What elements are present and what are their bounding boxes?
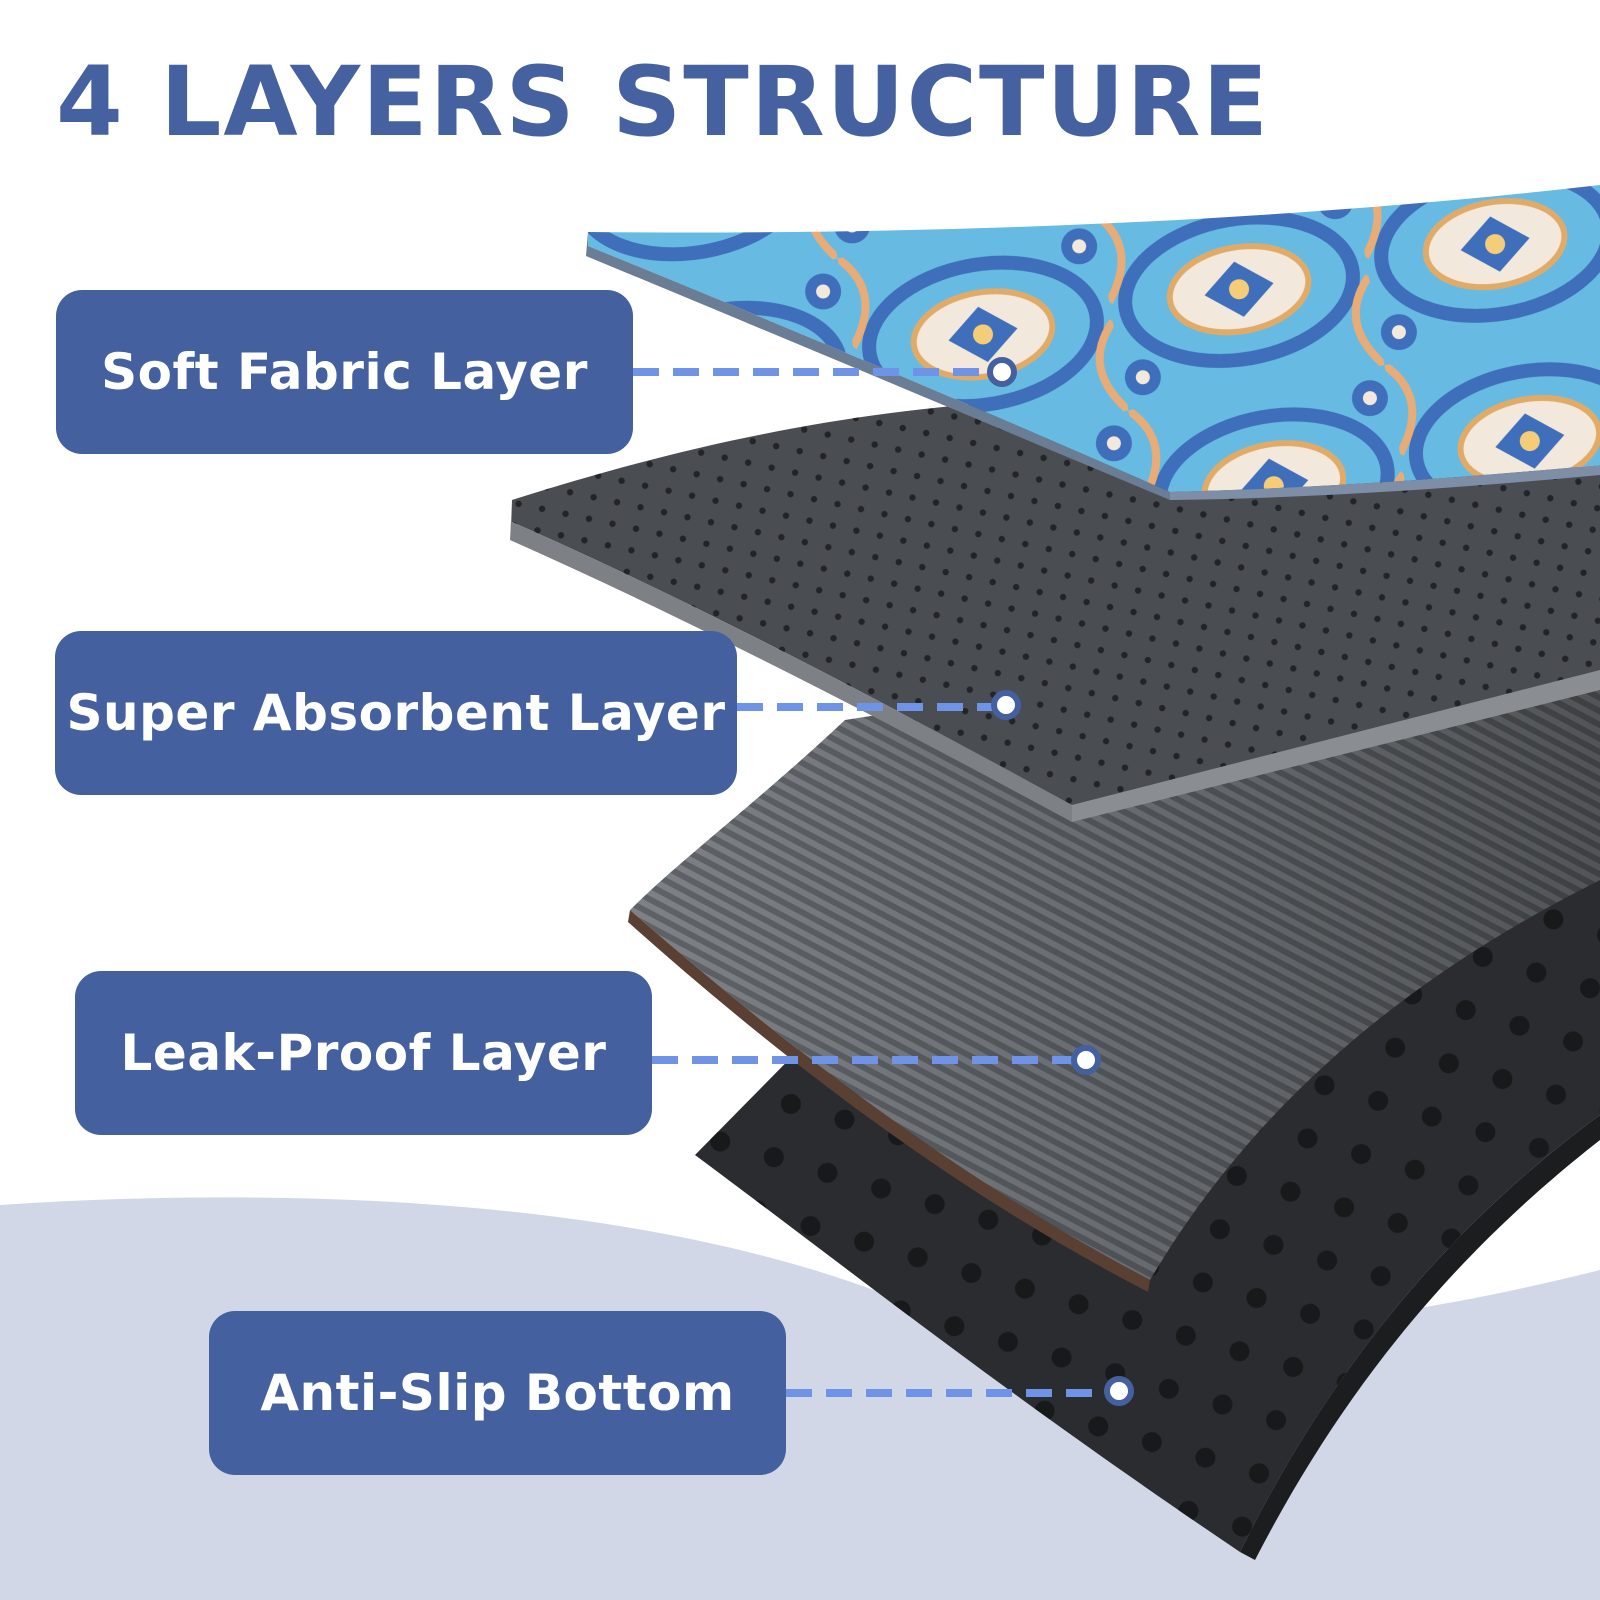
marker-soft-fabric <box>987 357 1017 387</box>
marker-leak-proof <box>1071 1045 1101 1075</box>
label-text: Super Absorbent Layer <box>66 684 726 742</box>
super-absorbent-sheet <box>510 400 1600 822</box>
leader-line-super-absorbent <box>737 690 1021 720</box>
marker-anti-slip <box>1104 1376 1134 1406</box>
leader-line-anti-slip <box>786 1376 1134 1406</box>
label-text: Soft Fabric Layer <box>101 343 588 401</box>
leader-line-leak-proof <box>652 1045 1101 1075</box>
page-title: 4 LAYERS STRUCTURE <box>56 46 1270 158</box>
marker-super-absorbent <box>991 690 1021 720</box>
label-text: Anti-Slip Bottom <box>260 1364 735 1422</box>
soft-fabric-sheet <box>586 185 1600 500</box>
label-super-absorbent-layer: Super Absorbent Layer <box>55 631 737 795</box>
label-soft-fabric-layer: Soft Fabric Layer <box>56 290 633 454</box>
leak-proof-sheet <box>628 650 1600 1292</box>
label-text: Leak-Proof Layer <box>120 1024 607 1082</box>
label-anti-slip-bottom: Anti-Slip Bottom <box>209 1311 786 1475</box>
label-leak-proof-layer: Leak-Proof Layer <box>75 971 652 1135</box>
leader-line-soft-fabric <box>633 357 1017 387</box>
